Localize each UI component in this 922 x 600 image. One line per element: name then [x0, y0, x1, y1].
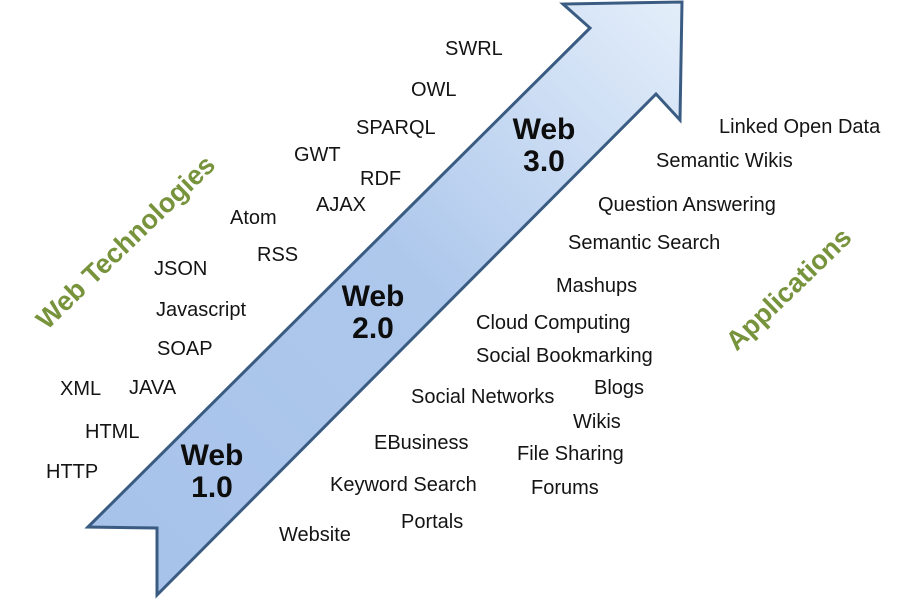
app-keyword-search: Keyword Search [330, 474, 477, 496]
tech-xml: XML [60, 378, 102, 400]
arrow-shape [84, 0, 684, 599]
tech-owl: OWL [411, 79, 457, 101]
tech-atom: Atom [230, 207, 277, 229]
app-semantic-wikis: Semantic Wikis [656, 150, 793, 172]
tech-soap: SOAP [157, 338, 213, 360]
tech-java: JAVA [129, 377, 177, 399]
app-portals: Portals [401, 511, 464, 533]
era-label-line1: Web [512, 113, 576, 146]
app-question-answering: Question Answering [598, 194, 776, 216]
era-label-line2: 3.0 [523, 144, 565, 178]
era-label-line1: Web [180, 439, 244, 472]
app-social-bookmarking: Social Bookmarking [476, 345, 653, 367]
tech-ajax: AJAX [316, 194, 367, 216]
app-cloud-computing: Cloud Computing [476, 312, 631, 334]
app-linked-open-data: Linked Open Data [719, 116, 881, 138]
app-ebusiness: EBusiness [374, 432, 469, 454]
era-web-1-0: Web 1.0 [172, 440, 252, 504]
app-forums: Forums [531, 477, 599, 499]
era-web-2-0: Web 2.0 [333, 281, 413, 345]
tech-gwt: GWT [294, 144, 341, 166]
app-website: Website [279, 524, 351, 546]
era-label-line2: 1.0 [191, 470, 233, 504]
tech-rdf: RDF [360, 168, 402, 190]
app-file-sharing: File Sharing [517, 443, 624, 465]
tech-json: JSON [154, 258, 208, 280]
app-wikis: Wikis [573, 411, 621, 433]
era-label-line1: Web [341, 280, 405, 313]
tech-http: HTTP [46, 461, 99, 483]
tech-swrl: SWRL [445, 38, 503, 60]
tech-html: HTML [85, 421, 140, 443]
app-blogs: Blogs [594, 377, 645, 399]
tech-javascript: Javascript [156, 299, 247, 321]
era-web-3-0: Web 3.0 [504, 114, 584, 178]
tech-rss: RSS [257, 244, 299, 266]
app-mashups: Mashups [556, 275, 638, 297]
app-semantic-search: Semantic Search [568, 232, 721, 254]
era-label-line2: 2.0 [352, 311, 394, 345]
app-social-networks: Social Networks [411, 386, 555, 408]
tech-sparql: SPARQL [356, 117, 436, 139]
